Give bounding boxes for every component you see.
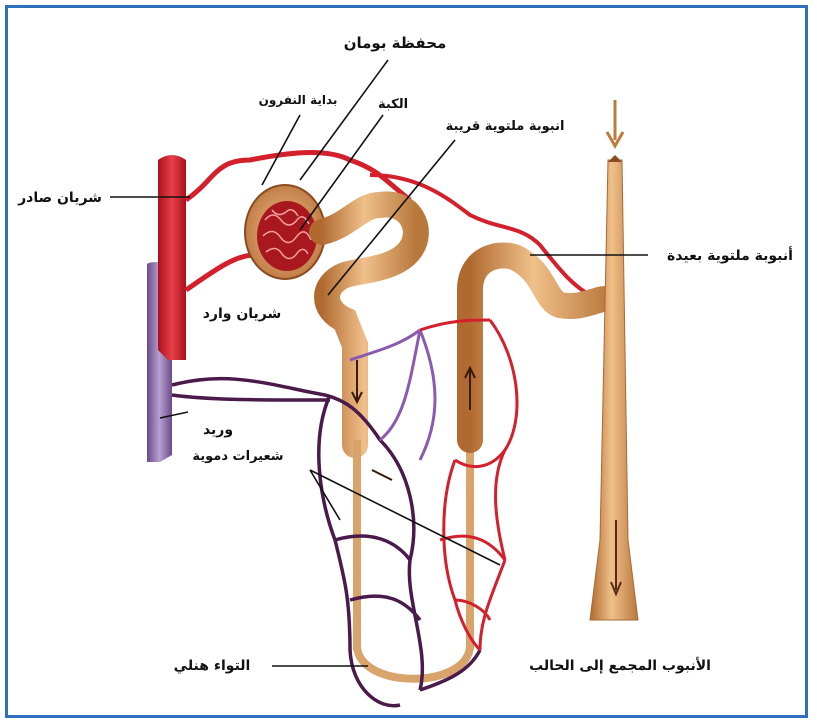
label-afferent-artery: شريان وارد <box>203 306 282 322</box>
label-distal-tubule: أنبوبة ملتوية بعيدة <box>667 246 793 264</box>
artery-vessel <box>158 155 186 360</box>
label-efferent-artery: شريان صادر <box>17 190 102 206</box>
distal-tubule <box>470 255 610 440</box>
label-nephron-start: بداية النفرون <box>259 93 338 108</box>
leader-lines <box>110 60 648 666</box>
afferent-artery-branch <box>186 255 255 290</box>
cap-arrow <box>372 470 392 480</box>
label-vein: وريد <box>203 422 233 438</box>
collecting-duct <box>590 160 638 620</box>
label-proximal-tubule: انبوبة ملتوية قريبة <box>446 119 565 134</box>
label-capillaries: شعيرات دموية <box>192 449 283 464</box>
duct-top <box>608 155 622 162</box>
label-collecting-duct: الأنبوب المجمع إلى الحالب <box>529 657 711 674</box>
loop-bottom <box>357 645 470 679</box>
label-bowman-capsule: محفظة بومان <box>344 34 447 52</box>
label-glomerulus: الكبة <box>378 97 408 112</box>
label-loop-of-henle: التواء هنلي <box>174 658 251 674</box>
